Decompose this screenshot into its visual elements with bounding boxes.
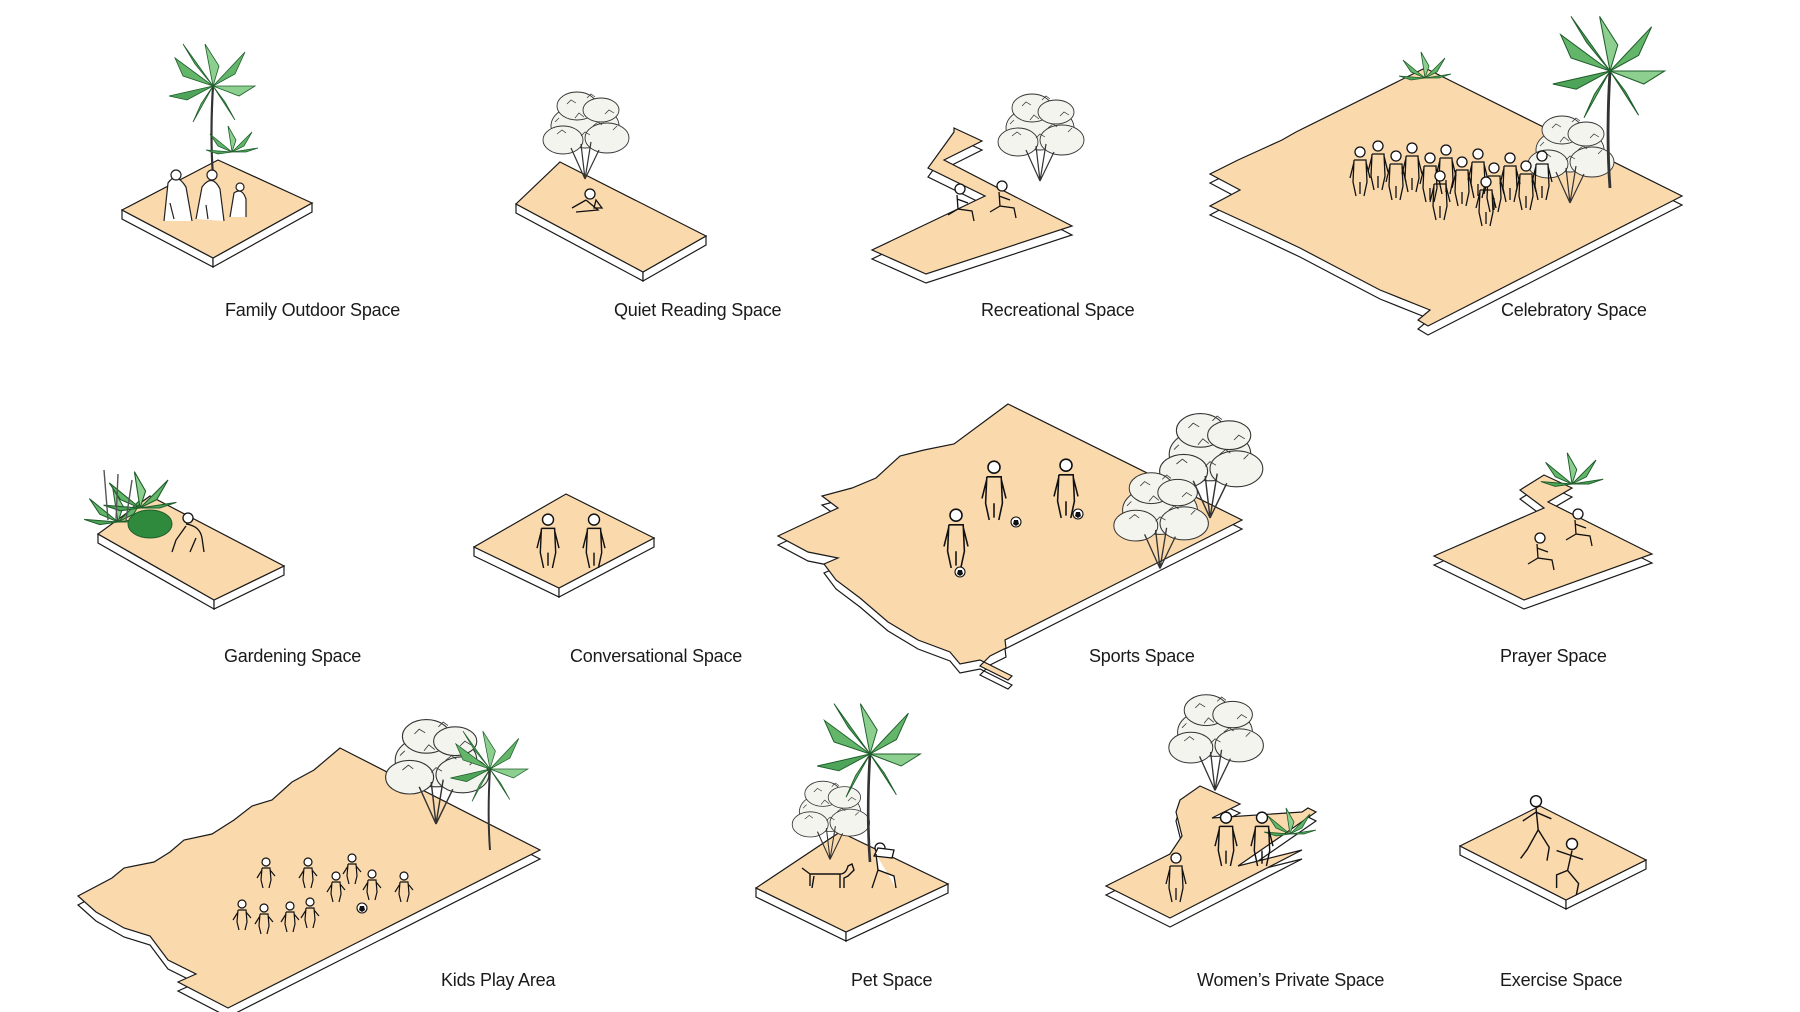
label-recreational-space: Recreational Space xyxy=(981,300,1135,320)
label-womens-private-space: Women’s Private Space xyxy=(1197,970,1385,990)
platform-exercise-top xyxy=(1458,805,1648,901)
label-quiet-reading-space: Quiet Reading Space xyxy=(614,300,782,320)
tuft-icon xyxy=(1398,51,1452,81)
label-prayer-space: Prayer Space xyxy=(1500,646,1607,666)
label-gardening-space: Gardening Space xyxy=(224,646,362,666)
platform-pet-top xyxy=(754,831,950,933)
label-celebratory-space: Celebratory Space xyxy=(1501,300,1647,320)
tropical-plants-icon xyxy=(83,469,177,539)
label-family-outdoor-space: Family Outdoor Space xyxy=(225,300,401,320)
platform-sports-top xyxy=(776,403,1244,681)
label-sports-space: Sports Space xyxy=(1089,646,1195,666)
platform-reading-top xyxy=(514,161,708,273)
label-kids-play-area: Kids Play Area xyxy=(441,970,556,990)
shrub-icon xyxy=(1168,694,1265,792)
reading-person-icon xyxy=(571,188,604,213)
label-exercise-space: Exercise Space xyxy=(1500,970,1623,990)
palm-tree-icon xyxy=(167,42,257,178)
exercising-people-icon xyxy=(1520,794,1584,895)
gardener-icon xyxy=(171,512,205,553)
label-pet-space: Pet Space xyxy=(851,970,933,990)
shrub-icon xyxy=(997,93,1085,182)
platform-kids-top xyxy=(76,747,542,1009)
tuft-icon xyxy=(205,125,259,155)
platform-recreational-top xyxy=(870,127,1074,275)
label-conversational-space: Conversational Space xyxy=(570,646,743,666)
platform-conversational-top xyxy=(472,493,656,589)
dog-and-owner-icon xyxy=(801,842,897,889)
family-figures-icon xyxy=(163,169,247,222)
decor-layer xyxy=(83,14,1667,935)
